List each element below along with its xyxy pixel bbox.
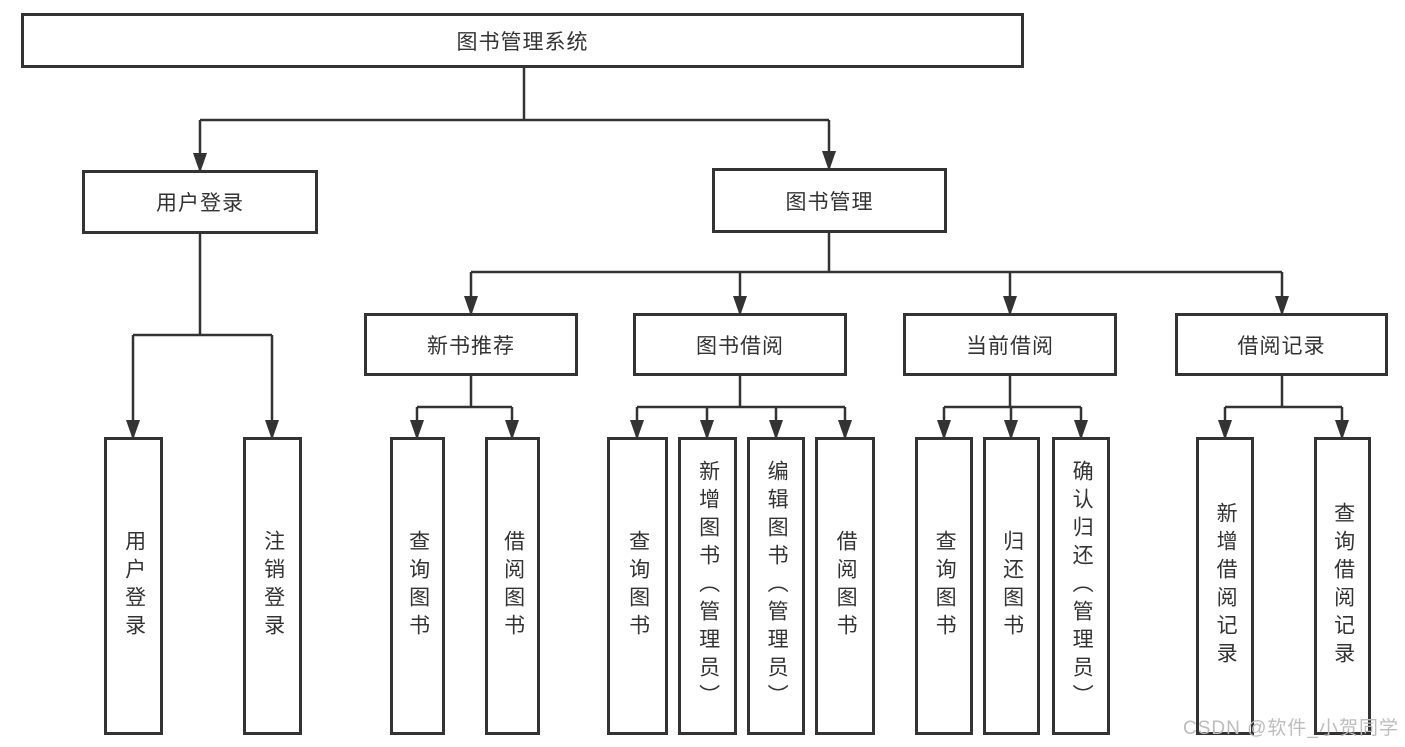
csdn-watermark: CSDN @软件_小贺同学: [1183, 718, 1399, 739]
arrowhead-icon: [464, 296, 478, 316]
leaf-add-books-admin: 新增图书（管理员）: [678, 437, 737, 735]
node-label: 查询图书: [626, 530, 650, 642]
arrowhead-icon: [733, 296, 747, 316]
arrowhead-icon: [505, 420, 519, 440]
leaf-query-books-current: 查询图书: [915, 437, 973, 735]
node-label: 查询图书: [406, 530, 430, 642]
leaf-return-books: 归还图书: [983, 437, 1040, 735]
node-new-book-recommend: 新书推荐: [364, 313, 578, 376]
leaf-query-books-borrow: 查询图书: [607, 437, 668, 735]
node-label: 用户登录: [156, 192, 244, 215]
node-label: 确认归还（管理员）: [1070, 460, 1094, 712]
connector-book-management-to-level3: [469, 233, 1284, 315]
arrowhead-icon: [1074, 420, 1088, 440]
arrowhead-icon: [700, 420, 714, 440]
leaf-logout: 注销登录: [243, 437, 302, 735]
leaf-query-borrow-record: 查询借阅记录: [1314, 437, 1371, 735]
arrowhead-icon: [1004, 420, 1018, 440]
node-label: 借阅图书: [501, 530, 525, 642]
arrowhead-icon: [265, 420, 279, 440]
node-label: 归还图书: [1000, 530, 1024, 642]
node-book-borrow: 图书借阅: [633, 313, 847, 376]
connector-book-borrow-to-leaves: [635, 376, 847, 439]
arrowhead-icon: [630, 420, 644, 440]
arrowhead-icon: [193, 153, 207, 173]
arrowhead-icon: [937, 420, 951, 440]
connector-new-book-recommend-to-leaves: [415, 376, 514, 439]
arrowhead-icon: [1275, 296, 1289, 316]
node-label: 借阅图书: [834, 530, 858, 642]
leaf-borrow-books: 借阅图书: [815, 437, 875, 735]
leaf-borrow-books-recommend: 借阅图书: [485, 437, 540, 735]
leaf-confirm-return-admin: 确认归还（管理员）: [1052, 437, 1110, 735]
node-root-library-management-system: 图书管理系统: [21, 13, 1024, 68]
node-current-borrow: 当前借阅: [903, 313, 1117, 376]
leaf-query-books-recommend: 查询图书: [390, 437, 445, 735]
node-label: 图书管理: [785, 190, 874, 214]
arrowhead-icon: [822, 151, 836, 171]
arrowhead-icon: [410, 420, 424, 440]
arrowhead-icon: [1003, 296, 1017, 316]
node-label: 注销登录: [261, 530, 285, 642]
node-label: 用户登录: [122, 530, 146, 642]
connector-root-to-level2: [198, 68, 831, 172]
node-label: 当前借阅: [966, 334, 1054, 358]
arrowhead-icon: [126, 420, 140, 440]
node-borrow-records: 借阅记录: [1175, 313, 1388, 376]
arrowhead-icon: [769, 420, 783, 440]
node-label: 图书管理系统: [456, 30, 589, 54]
node-label: 借阅记录: [1237, 334, 1326, 358]
node-label: 新增图书（管理员）: [696, 460, 720, 712]
arrowhead-icon: [838, 420, 852, 440]
node-label: 新书推荐: [427, 334, 515, 358]
connector-user-login-to-leaves: [131, 234, 274, 439]
leaf-add-borrow-record: 新增借阅记录: [1196, 437, 1254, 735]
node-label: 编辑图书（管理员）: [765, 460, 789, 712]
node-label: 新增借阅记录: [1214, 502, 1238, 670]
connector-borrow-records-to-leaves: [1223, 376, 1344, 439]
arrowhead-icon: [1335, 420, 1349, 440]
node-book-management: 图书管理: [712, 168, 947, 233]
node-label: 查询借阅记录: [1331, 502, 1355, 670]
leaf-user-login: 用户登录: [104, 437, 163, 735]
arrowhead-icon: [1218, 420, 1232, 440]
node-label: 查询图书: [933, 530, 957, 642]
leaf-edit-books-admin: 编辑图书（管理员）: [747, 437, 805, 735]
node-user-login: 用户登录: [82, 170, 318, 234]
node-label: 图书借阅: [696, 334, 784, 358]
